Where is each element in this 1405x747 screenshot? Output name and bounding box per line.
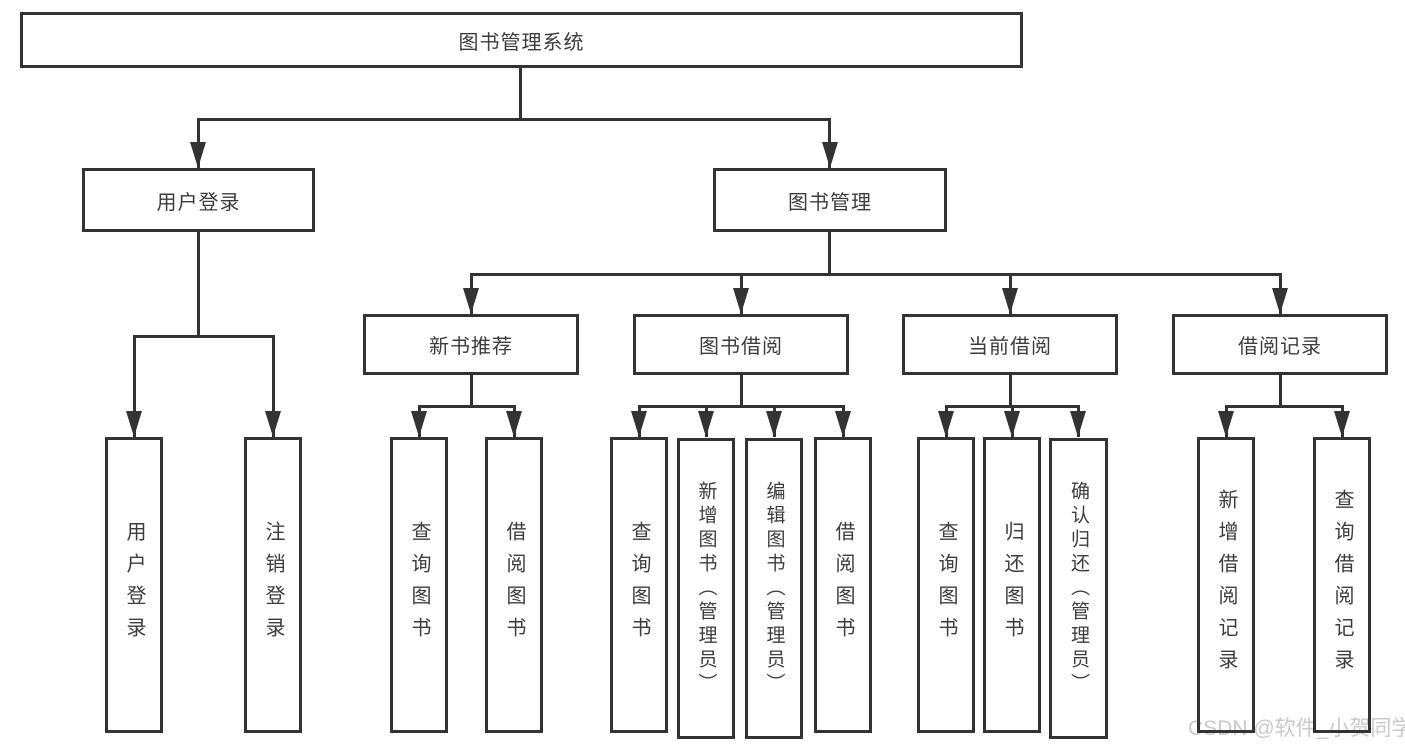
connector-g3-bar <box>638 405 845 408</box>
arrowhead-br-add <box>1218 411 1234 437</box>
leaf-logout: 注销登录 <box>244 437 302 733</box>
arrowhead-bb-add <box>698 411 714 437</box>
node-borrow-records: 借阅记录 <box>1172 314 1388 375</box>
arrowhead-user-login <box>190 142 206 168</box>
leaf-cb-confirm-return-admin: 确认归还（管理员） <box>1049 438 1108 739</box>
connector-current-borrow-stem <box>1009 375 1012 405</box>
connector-new-book-rec-stem <box>470 375 473 405</box>
leaf-cb-query-books: 查询图书 <box>917 437 975 733</box>
leaf-nb-borrow-books: 借阅图书 <box>485 437 543 733</box>
leaf-bb-query-books: 查询图书 <box>610 437 668 733</box>
connector-borrow-records-stem <box>1279 375 1282 405</box>
node-root: 图书管理系统 <box>20 12 1023 68</box>
node-book-borrow: 图书借阅 <box>633 314 849 375</box>
connector-l3-bar <box>470 273 1282 276</box>
arrowhead-current-borrow <box>1002 288 1018 314</box>
connector-book-mgmt-stem <box>828 232 831 273</box>
node-current-borrow: 当前借阅 <box>902 314 1118 375</box>
node-user-login: 用户登录 <box>82 168 315 232</box>
leaf-bb-edit-books-admin: 编辑图书（管理员） <box>745 438 803 739</box>
node-book-mgmt: 图书管理 <box>713 168 947 232</box>
leaf-user-login: 用户登录 <box>105 437 163 733</box>
connector-root-stem <box>519 68 522 118</box>
node-new-book-rec: 新书推荐 <box>363 314 579 375</box>
csdn-watermark: CSDN @软件_小贺同学 <box>1188 717 1405 740</box>
connector-book-borrow-stem <box>740 375 743 405</box>
arrowhead-br-query <box>1334 411 1350 437</box>
arrowhead-cb-return <box>1004 411 1020 437</box>
leaf-bb-add-books-admin: 新增图书（管理员） <box>677 438 735 739</box>
connector-g2-bar <box>418 405 516 408</box>
arrowhead-bb-edit <box>766 411 782 437</box>
connector-drop-leaf-user-login <box>133 335 136 437</box>
arrowhead-book-mgmt <box>822 142 838 168</box>
arrowhead-new-book-rec <box>463 288 479 314</box>
leaf-br-query-record: 查询借阅记录 <box>1313 437 1371 733</box>
connector-g1-bar <box>133 335 275 338</box>
arrowhead-cb-confirm <box>1070 411 1086 437</box>
leaf-nb-query-books: 查询图书 <box>390 437 448 733</box>
arrowhead-nb-query <box>411 411 427 437</box>
arrowhead-book-borrow <box>733 288 749 314</box>
arrowhead-nb-borrow <box>506 411 522 437</box>
arrowhead-leaf-user-login <box>126 411 142 437</box>
leaf-br-add-record: 新增借阅记录 <box>1197 437 1255 733</box>
connector-drop-leaf-logout <box>272 335 275 437</box>
arrowhead-bb-borrow <box>835 411 851 437</box>
connector-user-login-stem <box>197 232 200 335</box>
connector-g5-bar <box>1225 405 1344 408</box>
arrowhead-leaf-logout <box>265 411 281 437</box>
leaf-bb-borrow-books: 借阅图书 <box>814 437 872 733</box>
connector-l1-bar <box>197 118 831 121</box>
arrowhead-borrow-records <box>1272 288 1288 314</box>
arrowhead-cb-query <box>938 411 954 437</box>
leaf-cb-return-books: 归还图书 <box>983 437 1041 733</box>
arrowhead-bb-query <box>631 411 647 437</box>
